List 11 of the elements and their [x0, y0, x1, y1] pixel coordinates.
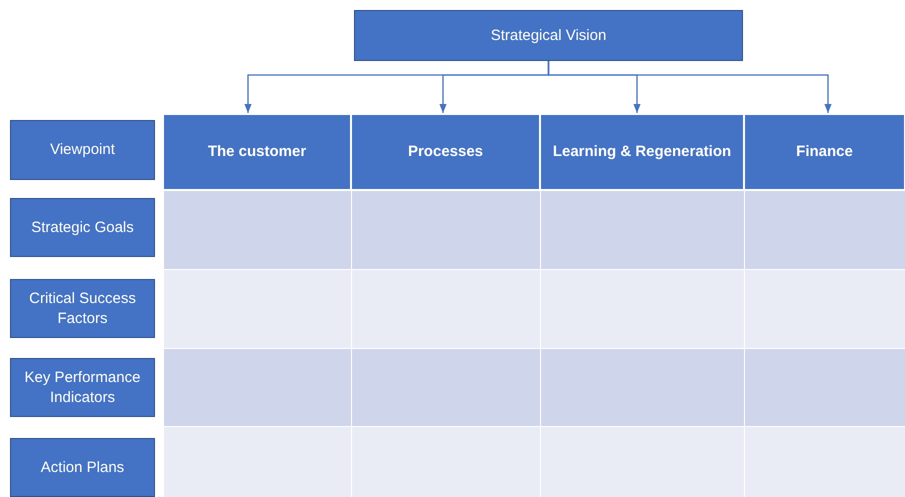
row-label-box: Critical Success Factors — [10, 279, 155, 338]
header-cell: The customer — [163, 114, 351, 190]
row-label-box: Viewpoint — [10, 120, 155, 180]
row-label-box: Action Plans — [10, 438, 155, 497]
title-box: Strategical Vision — [354, 10, 743, 61]
header-cell: Learning & Regeneration — [540, 114, 744, 190]
row-label-box: Key Performance Indicators — [10, 358, 155, 417]
header-cell: Processes — [351, 114, 540, 190]
header-cell: Finance — [744, 114, 905, 190]
row-label-box: Strategic Goals — [10, 198, 155, 257]
connector-arrow — [548, 61, 832, 113]
